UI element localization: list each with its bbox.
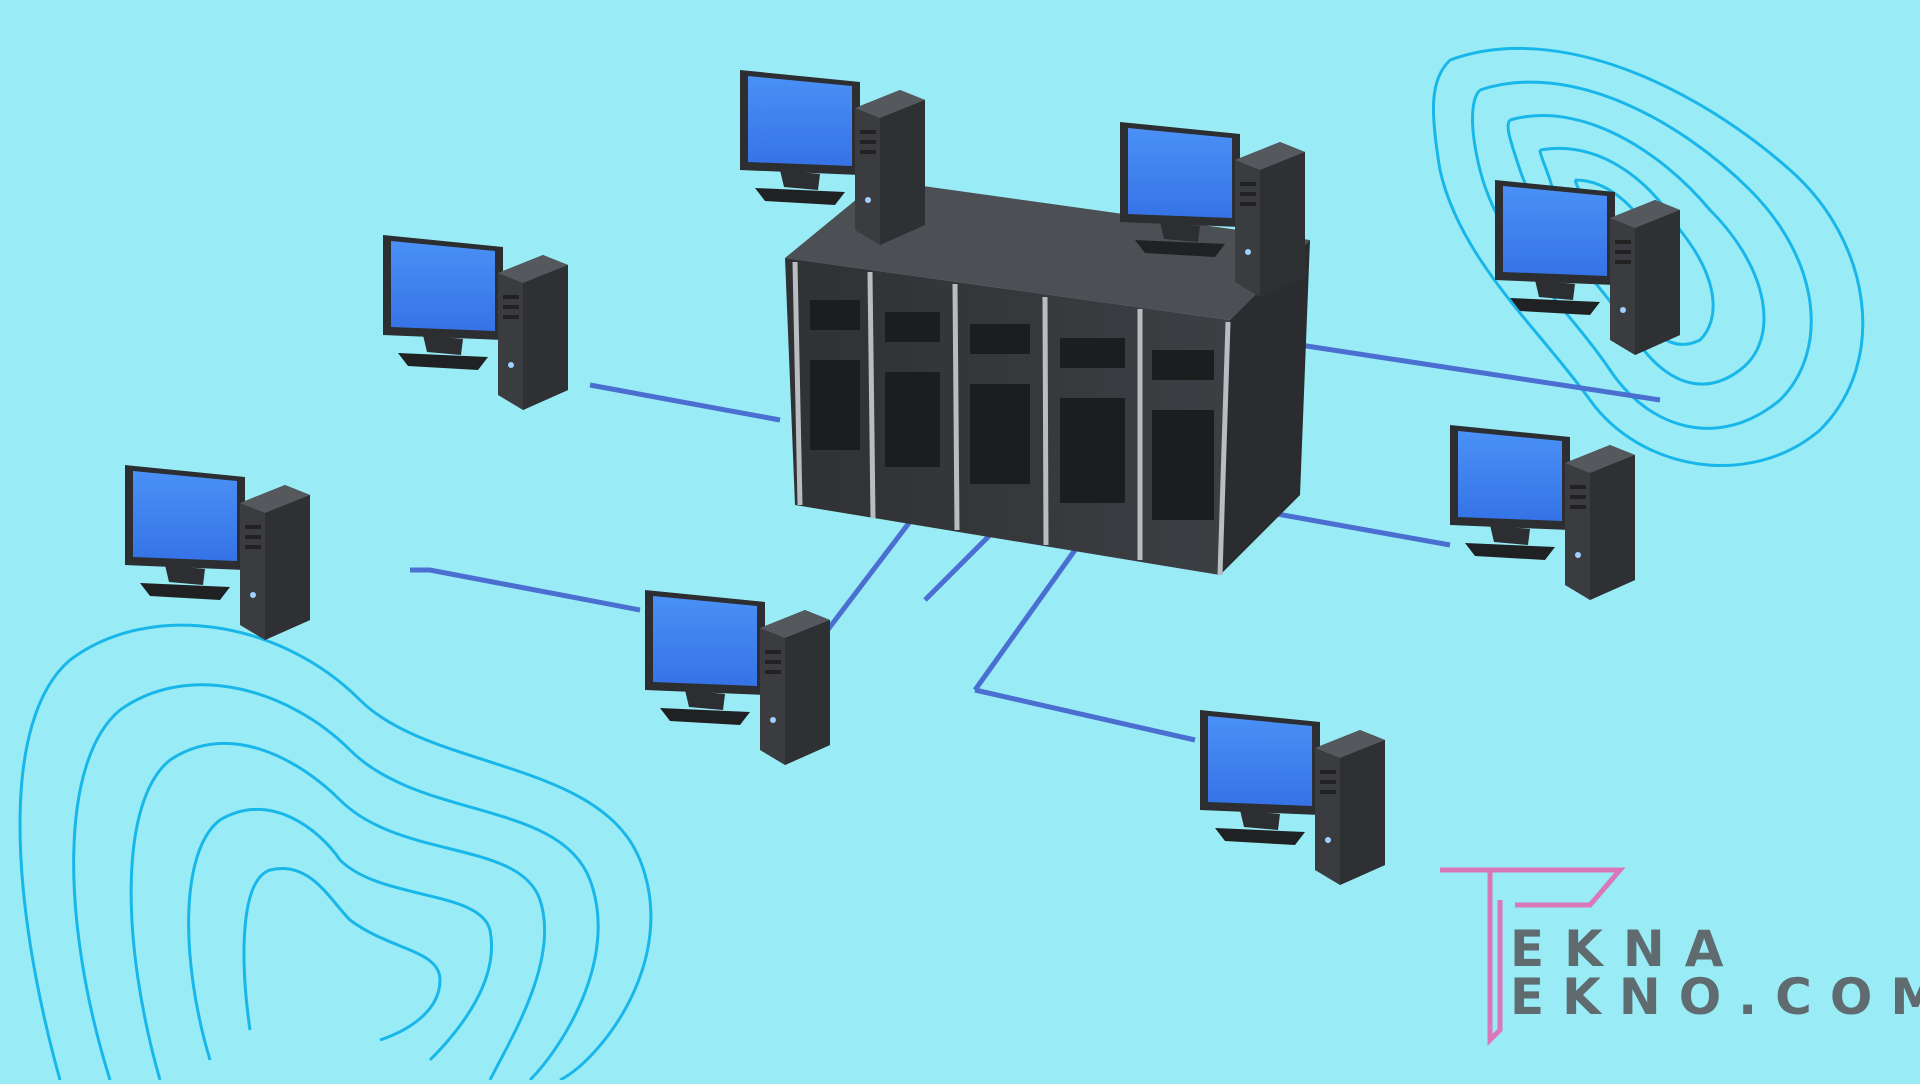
client-computer-right xyxy=(1450,425,1635,600)
client-computer-left xyxy=(383,235,568,410)
brand-name-line2: EKNO.COM xyxy=(1510,968,1920,1026)
client-computer-far-right xyxy=(1495,180,1680,355)
client-computer-bottom-right xyxy=(1200,710,1385,885)
client-computer-bottom-center xyxy=(645,590,830,765)
contour-lines-left xyxy=(18,623,653,1082)
client-computer-bottom-left xyxy=(125,465,310,640)
server-rack-icon xyxy=(785,180,1310,576)
t-letter-logo-icon xyxy=(1440,867,1626,1047)
brand-name-line1: EKNA xyxy=(1510,920,1744,978)
client-computer-top-left xyxy=(740,70,925,245)
network-cables xyxy=(410,342,1661,743)
